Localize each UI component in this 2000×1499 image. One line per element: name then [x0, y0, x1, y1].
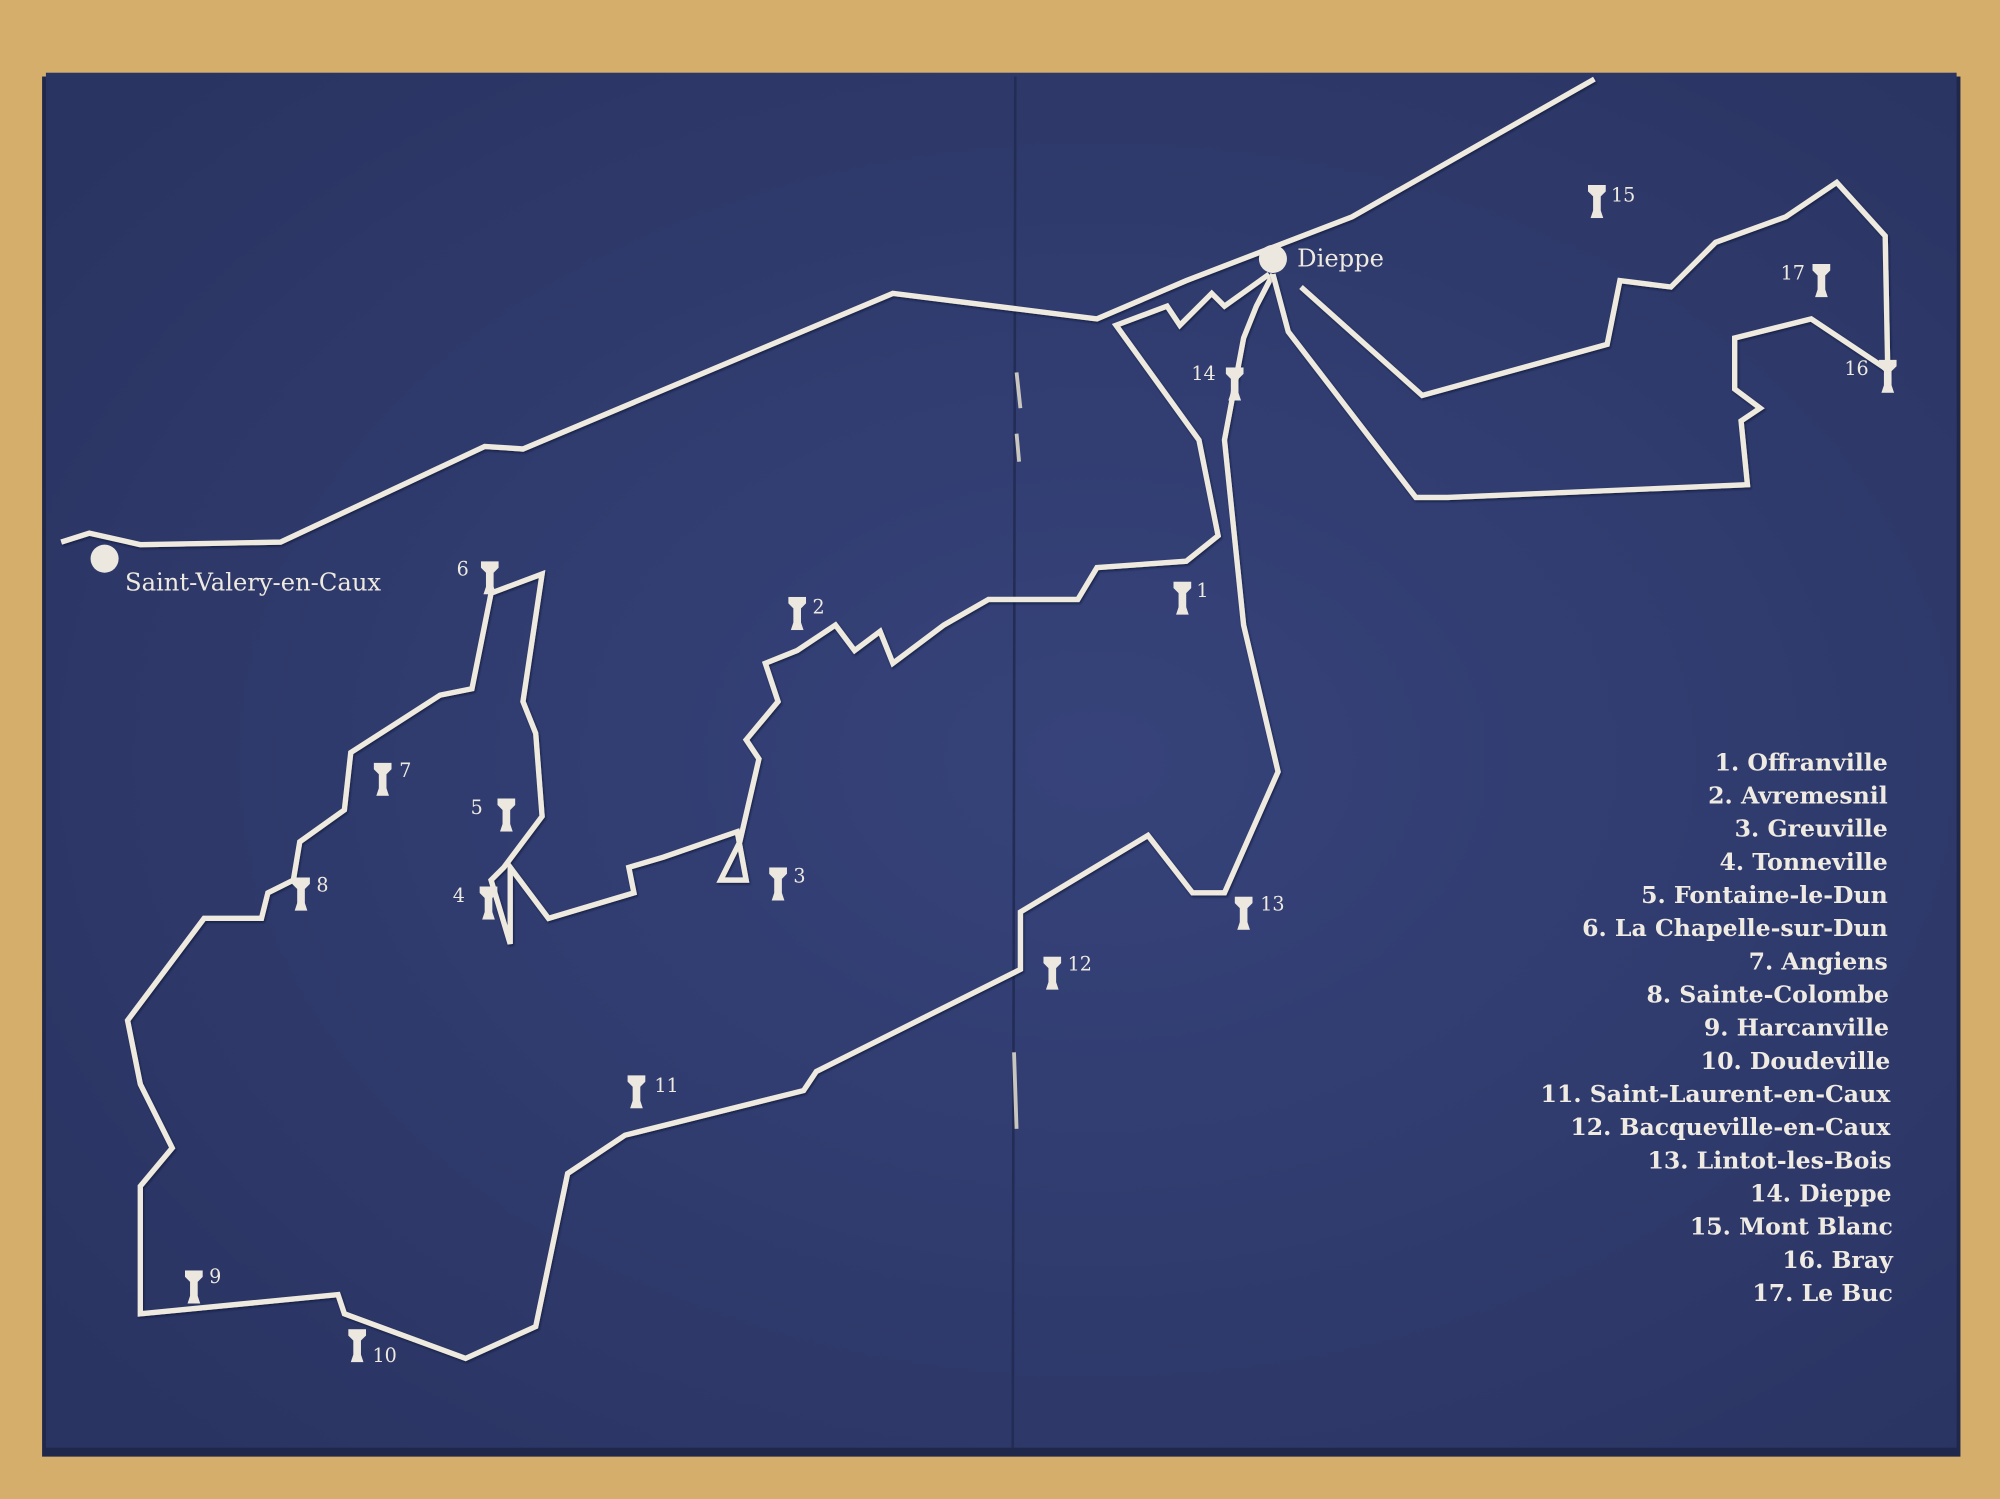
marker-number: 7	[399, 759, 411, 782]
route-east-loop	[1270, 178, 1891, 501]
legend-item: 6. La Chapelle-sur-Dun	[1582, 914, 1888, 942]
city-dot-icon	[90, 544, 119, 573]
legend-item: 2. Avremesnil	[1708, 782, 1888, 810]
marker-number: 15	[1611, 184, 1635, 207]
legend-item: 1. Offranville	[1715, 748, 1888, 776]
legend-item: 11. Saint-Laurent-en-Caux	[1541, 1080, 1892, 1108]
marker-number: 10	[372, 1344, 396, 1367]
city-saint-valery-en-caux: Saint-Valery-en-Caux	[90, 544, 381, 597]
legend-item: 7. Angiens	[1749, 947, 1888, 975]
marker-2: 2	[788, 596, 825, 631]
marker-number: 16	[1844, 357, 1868, 380]
marker-1: 1	[1173, 579, 1209, 615]
marker-number: 9	[209, 1265, 221, 1288]
route-west-loop	[124, 272, 1281, 1362]
legend-item: 5. Fontaine-le-Dun	[1641, 881, 1888, 909]
booklet-paper	[45, 72, 1957, 1448]
marker-number: 6	[457, 557, 469, 580]
marker-number: 1	[1196, 579, 1208, 602]
marker-6: 6	[457, 557, 499, 595]
marker-number: 5	[471, 796, 483, 819]
legend-item: 13. Lintot-les-Bois	[1647, 1146, 1891, 1174]
booklet-fold	[1011, 76, 1017, 1448]
city-label: Saint-Valery-en-Caux	[125, 569, 381, 597]
legend-item: 4. Tonneville	[1719, 848, 1887, 876]
marker-3: 3	[769, 865, 806, 901]
marker-17: 17	[1781, 261, 1831, 298]
marker-number: 2	[812, 596, 824, 619]
marker-number: 3	[793, 865, 805, 888]
marker-number: 17	[1781, 261, 1805, 284]
marker-number: 8	[316, 874, 328, 897]
city-dieppe: Dieppe	[1258, 244, 1384, 273]
marker-8: 8	[292, 874, 328, 911]
marker-number: 11	[654, 1074, 678, 1097]
city-dot-icon	[1258, 244, 1287, 273]
legend-item: 12. Bacqueville-en-Caux	[1570, 1113, 1891, 1141]
marker-13: 13	[1234, 893, 1285, 930]
legend: 1. Offranville 2. Avremesnil 3. Greuvill…	[1541, 748, 1895, 1307]
marker-5: 5	[471, 796, 516, 832]
marker-12: 12	[1043, 953, 1092, 990]
legend-item: 10. Doudeville	[1701, 1047, 1891, 1075]
legend-item: 9. Harcanville	[1704, 1014, 1889, 1042]
marker-10: 10	[348, 1329, 397, 1367]
marker-7: 7	[373, 759, 411, 796]
legend-item: 3. Greuville	[1735, 815, 1888, 843]
staple	[1012, 372, 1023, 1129]
marker-number: 13	[1260, 893, 1284, 916]
legend-item: 17. Le Buc	[1752, 1279, 1892, 1307]
legend-item: 14. Dieppe	[1750, 1180, 1892, 1208]
marker-9: 9	[184, 1265, 221, 1304]
marker-number: 4	[453, 884, 465, 907]
coastline	[60, 76, 1596, 548]
marker-number: 14	[1191, 362, 1215, 385]
legend-item: 15. Mont Blanc	[1690, 1213, 1893, 1241]
marker-4: 4	[453, 884, 498, 920]
city-label: Dieppe	[1297, 245, 1384, 273]
marker-number: 12	[1068, 953, 1092, 976]
marker-14: 14	[1191, 362, 1244, 401]
legend-item: 8. Sainte-Colombe	[1646, 981, 1889, 1009]
marker-15: 15	[1587, 184, 1635, 219]
legend-item: 16. Bray	[1782, 1246, 1894, 1274]
marker-11: 11	[627, 1074, 679, 1109]
marker-16: 16	[1844, 357, 1897, 393]
